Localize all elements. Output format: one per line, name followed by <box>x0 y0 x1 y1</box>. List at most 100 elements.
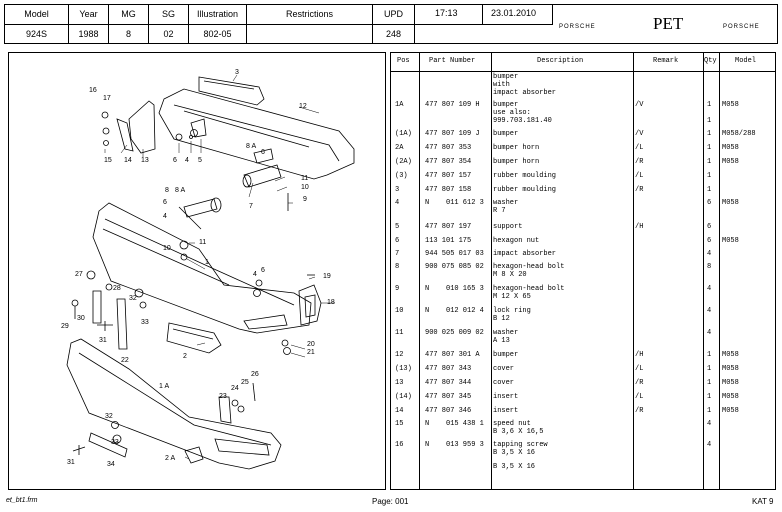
cell-qty: 1 <box>707 379 712 387</box>
cell-description: B 3,6 X 16,5 <box>493 428 544 436</box>
cell-part: 477 807 157 <box>425 172 472 180</box>
front-bumper-shape <box>92 202 312 334</box>
callout-20: 20 <box>307 341 315 348</box>
cell-part: 477 807 345 <box>425 393 472 401</box>
cell-part: 477 807 301 A <box>425 351 480 359</box>
cell-pos: 4 <box>395 199 400 207</box>
brand-left-logo: PORSCHE <box>559 24 596 30</box>
cell-qty: 4 <box>707 441 712 449</box>
cell-model: M058 <box>722 351 739 359</box>
cell-pos: 8 <box>395 263 400 271</box>
callout-6b: 6 <box>261 149 265 156</box>
callout-1a: 1 A <box>159 383 170 390</box>
callout-4c: 4 <box>253 271 257 278</box>
date-cell: 23.01.2010 <box>483 5 553 25</box>
cell-remark: /V <box>635 101 644 109</box>
cell-qty: 1 <box>707 186 712 194</box>
cell-qty: 4 <box>707 307 712 315</box>
cell-qty: 1 <box>707 101 712 109</box>
cell-qty: 1 <box>707 365 712 373</box>
cell-description: support <box>493 223 523 231</box>
mg-value: 8 <box>125 29 131 39</box>
callout-24: 24 <box>231 385 239 392</box>
callout-19: 19 <box>323 273 331 280</box>
rear-bumper-shape <box>158 88 355 180</box>
callout-27: 27 <box>75 271 83 278</box>
cell-description: B 3,5 X 16 <box>493 449 536 457</box>
cell-model: M058 <box>722 144 739 152</box>
cell-pos: 12 <box>395 351 404 359</box>
cell-qty: 8 <box>707 263 712 271</box>
cell-pos: 6 <box>395 237 400 245</box>
sg-value: 02 <box>163 29 174 39</box>
cell-part: 477 807 343 <box>425 365 472 373</box>
cell-description: impact absorber <box>493 250 557 258</box>
col-model: Model <box>735 57 757 65</box>
cell-remark: /R <box>635 186 644 194</box>
cell-qty: 6 <box>707 199 712 207</box>
exploded-view-drawing <box>66 74 355 470</box>
cell-part: N 011 612 3 <box>425 199 484 207</box>
callout-33b: 33 <box>111 439 119 446</box>
callout-21: 21 <box>307 349 315 356</box>
cell-pos: 7 <box>395 250 400 258</box>
cell-pos: 15 <box>395 420 404 428</box>
cell-part: 944 505 017 03 <box>425 250 484 258</box>
cell-pos: 10 <box>395 307 404 315</box>
date-value: 23.01.2010 <box>491 8 537 18</box>
cell-model: M058 <box>722 393 739 401</box>
callout-7: 7 <box>249 203 253 210</box>
callout-26: 26 <box>251 371 259 378</box>
impact-absorber-shape <box>243 164 282 188</box>
cell-qty: 1 <box>707 117 712 125</box>
cell-model: M058 <box>722 237 739 245</box>
callout-14: 14 <box>124 157 132 164</box>
callout-29: 29 <box>61 323 69 330</box>
callout-23: 23 <box>219 393 227 400</box>
cell-description: A 13 <box>493 337 510 345</box>
cell-description: bumper <box>493 73 519 81</box>
cell-description: washer <box>493 199 519 207</box>
cell-part: N 015 438 1 <box>425 420 484 428</box>
cell-pos: 11 <box>395 329 404 337</box>
cell-remark: /R <box>635 158 644 166</box>
cell-description: hexagon-head bolt <box>493 263 565 271</box>
callout-6c: 6 <box>163 199 167 206</box>
callout-8: 8 <box>165 187 169 194</box>
cell-part: 477 807 354 <box>425 158 472 166</box>
header-bar: Model 924S Year 1988 MG 8 SG 02 Illustra… <box>4 4 778 44</box>
rubber-moulding-shape <box>198 76 265 106</box>
callout-22: 22 <box>121 357 129 364</box>
callout-5: 5 <box>198 157 202 164</box>
callout-18: 18 <box>327 299 335 306</box>
cell-description: bumper <box>493 130 519 138</box>
callout-6d: 6 <box>261 267 265 274</box>
cell-qty: 4 <box>707 285 712 293</box>
callout-10b: 10 <box>163 245 171 252</box>
callout-1: 1 <box>205 259 209 266</box>
insert-shape <box>166 322 222 354</box>
cell-model: M058 <box>722 407 739 415</box>
cell-qty: 1 <box>707 407 712 415</box>
cell-description: speed nut <box>493 420 531 428</box>
callout-31a: 31 <box>99 337 107 344</box>
cell-remark: /L <box>635 144 644 152</box>
col-pos: Pos <box>397 57 410 65</box>
cell-description: cover <box>493 365 515 373</box>
cell-part: 477 807 109 H <box>425 101 480 109</box>
illustration-panel: 3 12 16 17 15 14 13 6 4 5 8 A 6 11 10 9 … <box>8 52 386 490</box>
cell-model: M058 <box>722 379 739 387</box>
cell-pos: (13) <box>395 365 412 373</box>
cell-qty: 1 <box>707 130 712 138</box>
cell-remark: /R <box>635 379 644 387</box>
callout-30: 30 <box>77 315 85 322</box>
cell-part: N 013 959 3 <box>425 441 484 449</box>
model-value: 924S <box>25 29 48 39</box>
cell-remark: /L <box>635 365 644 373</box>
bumper-horn-shape <box>298 284 322 326</box>
cell-description: hexagon nut <box>493 237 540 245</box>
cell-part: 113 101 175 <box>425 237 472 245</box>
cell-pos: 2A <box>395 144 404 152</box>
cell-part: N 012 012 4 <box>425 307 484 315</box>
table-header: Pos Part Number Description Remark Qty M… <box>391 53 775 72</box>
